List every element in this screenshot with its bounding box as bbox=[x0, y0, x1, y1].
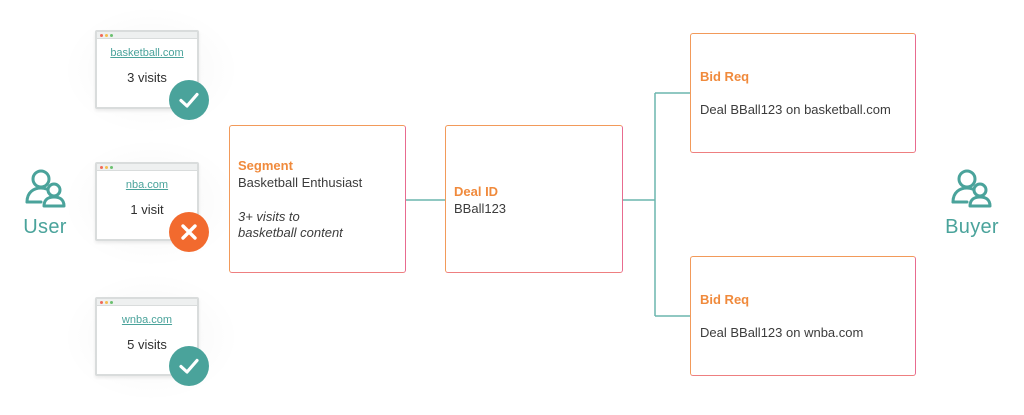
user-label: User bbox=[23, 216, 67, 238]
browser-window-wnba: wnba.com 5 visits bbox=[95, 297, 199, 376]
bid-request-text: Deal BBall123 on basketball.com bbox=[700, 102, 891, 117]
site-url[interactable]: basketball.com bbox=[110, 47, 184, 59]
segment-title: Segment bbox=[238, 158, 293, 173]
site-visits: 1 visit bbox=[130, 202, 164, 217]
buyer-icon bbox=[951, 169, 992, 208]
segment-card: Segment Basketball Enthusiast 3+ visits … bbox=[229, 125, 406, 273]
bid-request-text: Deal BBall123 on wnba.com bbox=[700, 325, 864, 340]
user-icon bbox=[25, 169, 66, 208]
segment-rule-line-2: basketball content bbox=[238, 225, 343, 240]
check-icon bbox=[169, 346, 209, 386]
site-visits: 5 visits bbox=[127, 337, 167, 352]
deal-id-value: BBall123 bbox=[454, 201, 507, 216]
site-url[interactable]: wnba.com bbox=[121, 314, 173, 326]
segment-name: Basketball Enthusiast bbox=[238, 175, 363, 190]
browser-title-bar bbox=[97, 32, 197, 39]
cross-icon bbox=[169, 212, 209, 252]
site-url[interactable]: nba.com bbox=[125, 179, 169, 191]
bid-request-card: Bid Req Deal BBall123 on wnba.com bbox=[690, 256, 916, 376]
bid-request-card: Bid Req Deal BBall123 on basketball.com bbox=[690, 33, 916, 153]
check-icon bbox=[169, 80, 209, 120]
browser-title-bar bbox=[97, 164, 197, 171]
site-visits: 3 visits bbox=[127, 70, 167, 85]
segment-rule-line-1: 3+ visits to bbox=[238, 209, 300, 224]
buyer-label: Buyer bbox=[945, 216, 999, 238]
deal-id-title: Deal ID bbox=[454, 184, 499, 199]
browser-window-nba: nba.com 1 visit bbox=[95, 162, 199, 241]
browser-title-bar bbox=[97, 299, 197, 306]
deal-id-card: Deal ID BBall123 bbox=[445, 125, 623, 273]
bid-request-title: Bid Req bbox=[700, 292, 750, 307]
bid-request-title: Bid Req bbox=[700, 69, 750, 84]
